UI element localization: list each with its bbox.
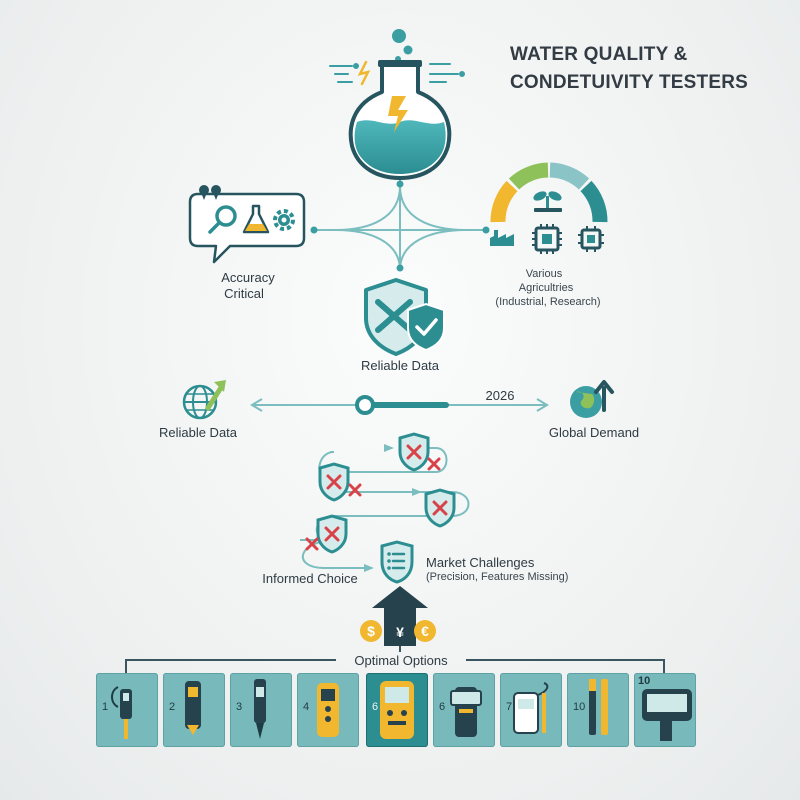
quote-icon — [199, 185, 221, 200]
coin-euro: € — [414, 620, 436, 642]
options-bracket — [125, 646, 665, 676]
page-title-line-2: CONDETUIVITY TESTERS — [510, 72, 749, 93]
tester-device-icon — [317, 683, 339, 737]
gear-icon — [273, 209, 295, 231]
gauge-icon — [490, 162, 608, 223]
product-card-3: 3 — [230, 673, 292, 747]
tester-device-icon — [185, 681, 201, 735]
product-number: 4 — [303, 701, 310, 713]
timeline-right-label: Global Demand — [548, 425, 640, 440]
factory-icon — [490, 230, 514, 246]
product-number: 10 — [638, 675, 651, 687]
page-title-line-1: WATER QUALITY & — [510, 44, 688, 65]
tester-device-icon — [254, 679, 266, 739]
sectors-label: (Industrial, Research) — [495, 296, 601, 308]
reliable-data-label: Reliable Data — [360, 358, 440, 373]
product-number: 1 — [102, 701, 109, 713]
product-card-8: 10 — [567, 673, 629, 747]
chip-icon — [532, 224, 562, 254]
timeline-left-label: Reliable Data — [158, 425, 238, 440]
product-number: 2 — [169, 701, 176, 713]
currency-symbol: $ — [367, 623, 375, 639]
coin-dollar: $ — [360, 620, 382, 642]
flask-icon — [348, 29, 452, 180]
currency-symbol: € — [421, 623, 429, 639]
flask-small-icon — [242, 204, 270, 234]
product-number: 3 — [236, 701, 243, 713]
product-card-4: 4 — [297, 673, 359, 747]
path-shields — [305, 432, 456, 584]
arrow-up-icon — [205, 383, 225, 411]
agriculture-label: Agricultries — [518, 282, 574, 294]
chip-icon — [578, 226, 604, 252]
currency-symbol: ¥ — [396, 624, 404, 640]
spark-lines — [329, 60, 465, 86]
tester-device-icon — [589, 679, 608, 735]
market-challenges-sublabel: (Precision, Features Missing) — [426, 571, 569, 583]
critical-label: Critical — [224, 286, 264, 301]
magnifier-icon — [208, 205, 237, 234]
tester-device-icon — [513, 682, 549, 734]
product-number: 7 — [506, 701, 513, 713]
up-arrow — [372, 586, 428, 646]
shield-icon — [364, 278, 445, 356]
tester-device-icon — [450, 687, 482, 737]
product-number: 10 — [573, 701, 586, 713]
globe-icon — [182, 380, 226, 420]
product-card-6: 6 — [433, 673, 495, 747]
optimal-options-label: Optimal Options — [354, 653, 448, 668]
coin-yen: ¥ — [389, 622, 411, 642]
market-challenges-label: Market Challenges — [426, 555, 535, 570]
accuracy-label: Accuracy — [221, 270, 275, 285]
timeline-line — [250, 395, 549, 415]
accuracy-bubble — [188, 185, 306, 264]
globe-icon — [570, 380, 614, 418]
various-label: Various — [525, 268, 563, 280]
lightning-icon — [388, 96, 408, 132]
timeline-year: 2026 — [485, 388, 515, 403]
product-card-2: 2 — [163, 673, 225, 747]
tester-device-icon — [380, 681, 414, 739]
product-card-1: 1 — [96, 673, 158, 747]
tester-device-icon — [642, 689, 692, 741]
product-card-5: 6 — [366, 673, 428, 747]
product-number: 6 — [439, 701, 446, 713]
product-number: 6 — [372, 701, 379, 713]
sprout-icon — [533, 191, 562, 212]
informed-choice-label: Informed Choice — [262, 571, 358, 586]
tester-device-icon — [111, 686, 132, 739]
product-strip: 1 2 3 4 6 6 7 10 10 — [96, 673, 696, 747]
checklist-icon — [380, 540, 414, 584]
product-card-7: 7 — [500, 673, 562, 747]
product-card-9: 10 — [634, 673, 696, 747]
hub-connectors — [314, 180, 486, 271]
